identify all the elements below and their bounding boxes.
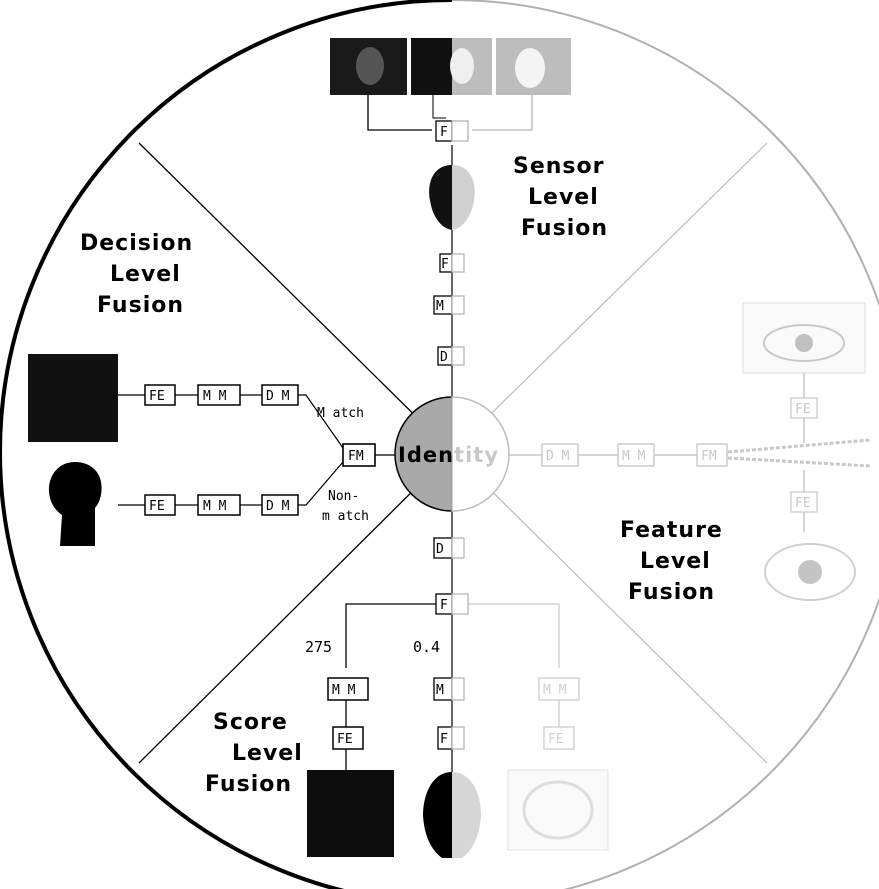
- nonmatch-label-line-1: Non-: [328, 489, 359, 504]
- fused-face-icon-light: [452, 165, 475, 230]
- decision-level-section: Decision Level Fusion FE M M D M M atch …: [28, 231, 395, 546]
- score-mm-box-2: M: [436, 683, 444, 698]
- decision-mm-box-2: M M: [203, 499, 227, 514]
- score-title-line-2: Level: [232, 741, 303, 766]
- score-value-right: 0.4: [413, 638, 440, 656]
- face-silhouette-icon: [450, 48, 474, 84]
- sensor-level-section: F F M D Sensor Level Fusion: [330, 38, 608, 366]
- sensor-fe-box: F: [441, 257, 449, 272]
- fingerprint-icon: [522, 780, 594, 840]
- face-silhouette-icon: [515, 48, 545, 88]
- decision-fm-box: FM: [348, 449, 364, 464]
- decision-fe-box-2: FE: [149, 499, 165, 514]
- sensor-mm-box: M: [436, 299, 444, 314]
- eye-icon: [763, 324, 845, 362]
- iris-icon: [798, 560, 822, 584]
- score-dm-box: D: [436, 542, 444, 557]
- feature-mm-box: M M: [622, 449, 646, 464]
- decision-title-line-1: Decision: [80, 231, 193, 256]
- score-mm-box-1: M M: [332, 683, 356, 698]
- feature-title-line-3: Fusion: [628, 580, 715, 605]
- feature-dm-box: D M: [546, 449, 570, 464]
- head-silhouette-icon: [48, 462, 102, 546]
- iris-icon: [795, 334, 813, 352]
- sensor-title-line-2: Level: [528, 185, 599, 210]
- score-fe-box-2: F: [440, 732, 448, 747]
- decision-dm-box-2: D M: [266, 499, 290, 514]
- feature-fe-box-1: FE: [795, 402, 811, 417]
- nonmatch-label-line-2: m atch: [322, 509, 369, 524]
- decision-input-image-1: [28, 354, 118, 442]
- decision-title-line-3: Fusion: [97, 293, 184, 318]
- identity-label-light: Identity: [398, 443, 499, 467]
- identity-label: Identity: [398, 443, 499, 467]
- feature-title-line-1: Feature: [620, 518, 723, 543]
- identity-node: Identity Identity: [394, 396, 510, 512]
- decision-fe-box-1: FE: [149, 389, 165, 404]
- fused-face-icon: [429, 165, 452, 230]
- eye-icon: [764, 543, 856, 601]
- head-silhouette-icon-light: [452, 772, 481, 858]
- sensor-fm-box: F: [440, 125, 448, 140]
- face-silhouette-icon: [356, 47, 384, 85]
- feature-fe-box-2: FE: [795, 496, 811, 511]
- score-title-line-1: Score: [213, 710, 288, 735]
- sensor-dm-box: D: [440, 350, 448, 365]
- match-label: M atch: [317, 406, 364, 421]
- sensor-title-line-3: Fusion: [521, 216, 608, 241]
- feature-title-line-2: Level: [640, 549, 711, 574]
- score-fe-box-1: FE: [337, 732, 353, 747]
- feature-level-section: FE FE FM M M D M Feature Level Fusion: [508, 302, 871, 605]
- sensor-title-line-1: Sensor: [513, 154, 605, 179]
- score-title-line-3: Fusion: [205, 772, 292, 797]
- decision-dm-box-1: D M: [266, 389, 290, 404]
- decision-mm-box-1: M M: [203, 389, 227, 404]
- score-fe-box-3: FE: [548, 732, 564, 747]
- score-level-section: D F 275 0.4 M M FE M F M M FE Score: [205, 537, 609, 858]
- decision-title-line-2: Level: [110, 262, 181, 287]
- score-input-image-1: [307, 770, 394, 857]
- score-mm-box-3: M M: [543, 683, 567, 698]
- divider-lines: [138, 142, 768, 780]
- feature-fm-box: FM: [701, 449, 717, 464]
- score-fm-box: F: [440, 598, 448, 613]
- sensor-image-2: [411, 38, 452, 95]
- head-silhouette-icon: [423, 772, 452, 858]
- score-value-left: 275: [305, 638, 332, 656]
